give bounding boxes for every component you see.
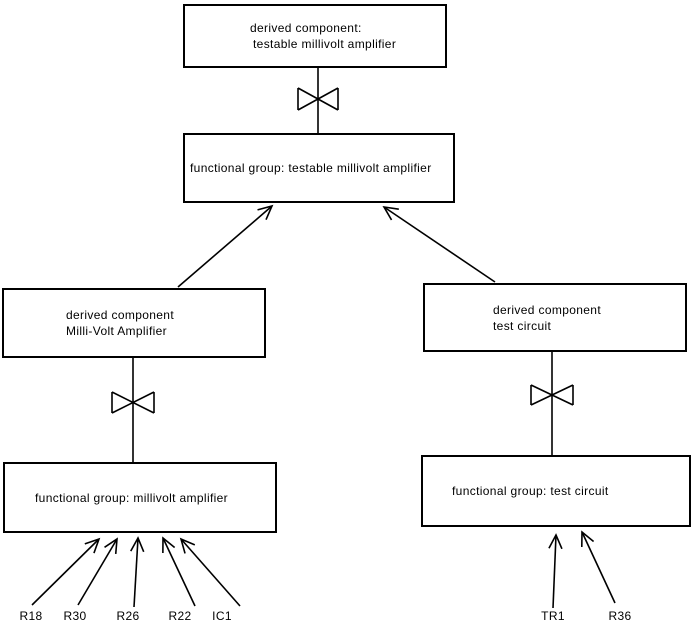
arrow-right-derived-to-top-functional	[382, 205, 496, 283]
node-text-line: derived component	[493, 302, 602, 317]
bowtie-icon	[530, 384, 574, 406]
node-text-line: derived component:	[250, 21, 362, 35]
arrow-tr1	[548, 533, 563, 609]
arrow-r26	[130, 536, 145, 608]
node-functional-group-test-circuit: functional group: test circuit	[421, 455, 691, 527]
arrow-r36	[580, 530, 616, 604]
arrow-ic1	[179, 537, 241, 607]
node-derived-testable-millivolt-amplifier: derived component: testable millivolt am…	[183, 4, 447, 68]
component-arrows-left	[31, 536, 241, 608]
node-functional-group-millivolt-amplifier: functional group: millivolt amplifier	[3, 462, 277, 533]
component-label-r26: R26	[116, 609, 140, 623]
arrow-left-derived-to-top-functional	[177, 204, 274, 288]
node-derived-milli-volt-amplifier: derived component Milli-Volt Amplifier	[2, 288, 266, 358]
node-text-line: testable millivolt amplifier	[253, 37, 397, 51]
node-functional-group-testable-millivolt-amplifier: functional group: testable millivolt amp…	[183, 133, 455, 203]
component-label-tr1: TR1	[541, 609, 565, 623]
component-label-r22: R22	[168, 609, 192, 623]
arrow-r18	[31, 537, 101, 606]
component-label-r36: R36	[608, 609, 632, 623]
component-label-ic1: IC1	[212, 609, 232, 623]
node-text-line: functional group: testable millivolt amp…	[190, 161, 432, 175]
node-text-line: Milli-Volt Amplifier	[66, 324, 168, 338]
component-label-r30: R30	[63, 609, 87, 623]
node-text-line: functional group: test circuit	[452, 484, 609, 498]
arrow-r30	[77, 537, 118, 606]
composition-link-right	[530, 352, 574, 455]
node-text-line: functional group: millivolt amplifier	[35, 490, 229, 505]
arrow-r22	[162, 536, 196, 607]
node-text-line: derived component	[66, 308, 175, 322]
component-label-r18: R18	[19, 609, 43, 623]
bowtie-icon	[297, 87, 339, 111]
composition-link-top	[297, 68, 339, 133]
component-arrows-right	[548, 530, 616, 609]
node-text-line: test circuit	[493, 318, 552, 333]
node-derived-test-circuit: derived component test circuit	[423, 283, 687, 352]
bowtie-icon	[111, 391, 155, 414]
composition-link-left	[111, 358, 155, 462]
